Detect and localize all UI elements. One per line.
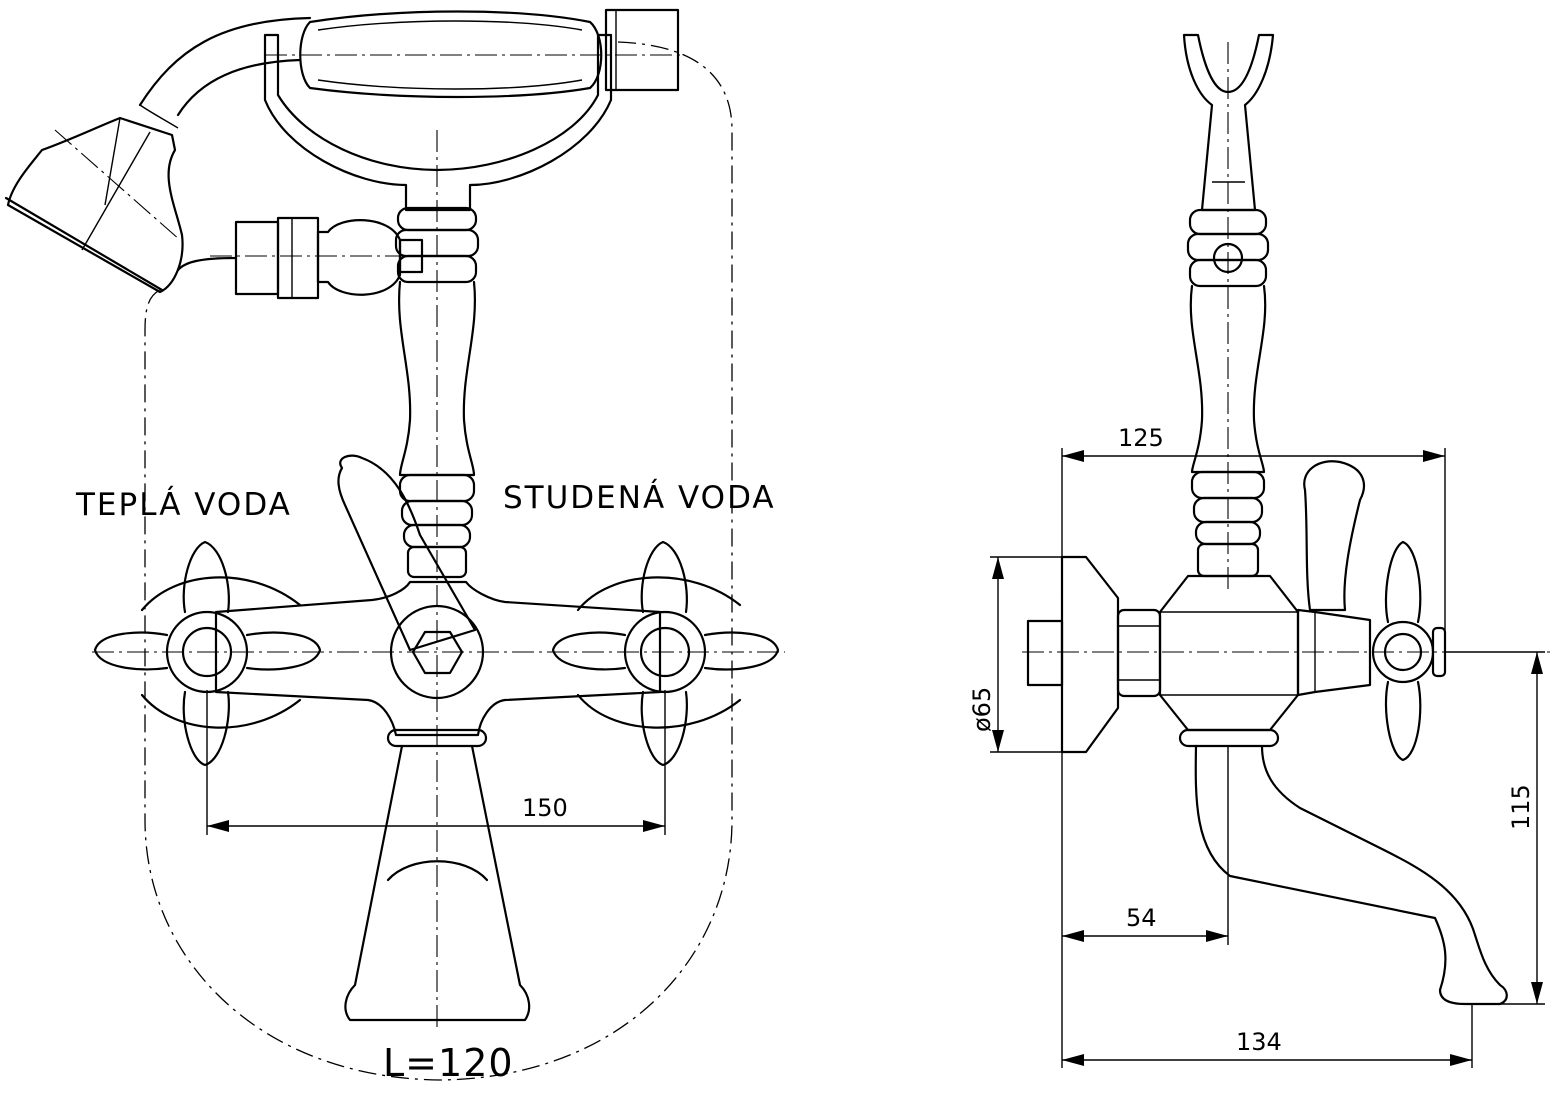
hose-swing-outline xyxy=(145,42,732,1080)
warm-water-handle xyxy=(95,542,320,765)
dim-spout-offset xyxy=(1062,746,1228,1068)
flange-diameter-dimension: ø65 xyxy=(968,687,996,732)
shower-holder xyxy=(1184,35,1273,210)
side-view xyxy=(990,35,1550,1068)
diverter-hex xyxy=(413,632,462,673)
dim-total-depth xyxy=(1062,448,1445,630)
spout-offset-dimension: 54 xyxy=(1126,904,1157,932)
total-depth-dimension: 125 xyxy=(1118,424,1164,452)
dim-spout-projection xyxy=(1062,1004,1472,1068)
side-handle xyxy=(1373,542,1445,760)
wall-connector xyxy=(1028,621,1062,685)
spout-height-dimension: 115 xyxy=(1507,784,1535,830)
handle-spacing-dimension: 150 xyxy=(522,794,568,822)
dim-spout-height xyxy=(1445,652,1545,1004)
shower-hose xyxy=(140,18,310,105)
diverter-hub xyxy=(391,606,483,698)
side-body xyxy=(1160,576,1298,730)
wall-flange xyxy=(1062,557,1118,752)
hand-shower-handset xyxy=(300,10,678,97)
side-lever xyxy=(1304,461,1364,610)
spout xyxy=(345,730,529,1020)
side-column xyxy=(1188,210,1268,576)
shower-head xyxy=(6,105,183,292)
dim-handle-spacing xyxy=(207,690,665,835)
shower-hose-inner xyxy=(178,60,300,115)
dim-flange-diameter xyxy=(990,557,1062,752)
diverter-lever xyxy=(338,456,475,650)
hose-connector xyxy=(236,218,422,298)
warm-water-label: TEPLÁ VODA xyxy=(75,487,292,523)
side-spout xyxy=(1180,730,1507,1004)
spout-projection-dimension: 134 xyxy=(1236,1028,1282,1056)
connector-nut xyxy=(1118,610,1160,696)
hose-to-connector xyxy=(178,258,236,270)
handset-cradle xyxy=(265,35,611,210)
spout-length-label: L=120 xyxy=(383,1041,514,1085)
cold-water-label: STUDENÁ VODA xyxy=(503,480,776,516)
central-column xyxy=(396,208,478,577)
front-view xyxy=(6,10,785,1080)
